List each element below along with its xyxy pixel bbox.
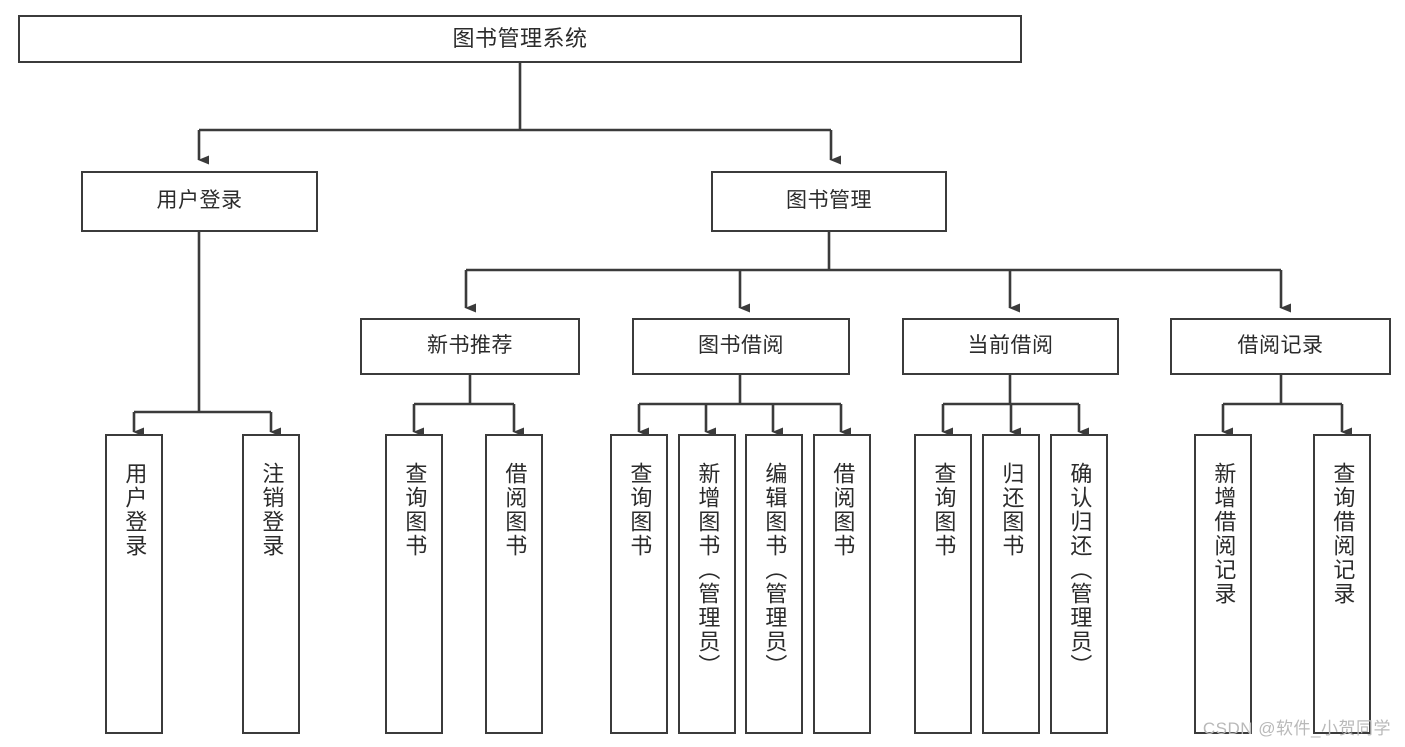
node-root-system[interactable]: 图书管理系统 xyxy=(18,15,1022,63)
leaf-book-borrow-add[interactable]: 新增图书（管理员） xyxy=(678,434,736,734)
node-label: 查询借阅记录 xyxy=(1330,462,1356,606)
node-label: 新书推荐 xyxy=(427,334,513,358)
leaf-borrow-record-query[interactable]: 查询借阅记录 xyxy=(1313,434,1371,734)
leaf-user-login-login[interactable]: 用户登录 xyxy=(105,434,163,734)
leaf-current-borrow-query[interactable]: 查询图书 xyxy=(914,434,972,734)
leaf-new-book-query[interactable]: 查询图书 xyxy=(385,434,443,734)
node-book-management[interactable]: 图书管理 xyxy=(711,171,947,232)
node-label: 编辑图书（管理员） xyxy=(762,462,788,678)
node-label: 新增图书（管理员） xyxy=(695,462,721,678)
node-label: 查询图书 xyxy=(402,462,428,558)
node-label: 确认归还（管理员） xyxy=(1067,462,1093,678)
watermark: CSDN @软件_小贺同学 xyxy=(1202,719,1391,738)
node-label: 图书管理 xyxy=(786,189,872,213)
node-label: 当前借阅 xyxy=(967,334,1054,358)
leaf-current-borrow-return[interactable]: 归还图书 xyxy=(982,434,1040,734)
node-current-borrow[interactable]: 当前借阅 xyxy=(902,318,1119,375)
node-borrow-record[interactable]: 借阅记录 xyxy=(1170,318,1391,375)
node-user-login[interactable]: 用户登录 xyxy=(81,171,318,232)
node-label: 借阅图书 xyxy=(502,462,528,558)
node-label: 用户登录 xyxy=(156,189,243,213)
node-label: 借阅图书 xyxy=(830,462,856,558)
node-label: 图书借阅 xyxy=(698,334,784,358)
node-new-book-recommend[interactable]: 新书推荐 xyxy=(360,318,580,375)
leaf-borrow-record-add[interactable]: 新增借阅记录 xyxy=(1194,434,1252,734)
leaf-user-login-logout[interactable]: 注销登录 xyxy=(242,434,300,734)
leaf-new-book-borrow[interactable]: 借阅图书 xyxy=(485,434,543,734)
node-label: 查询图书 xyxy=(627,462,653,558)
leaf-current-borrow-confirm-return[interactable]: 确认归还（管理员） xyxy=(1050,434,1108,734)
node-label: 图书管理系统 xyxy=(452,26,588,52)
node-label: 新增借阅记录 xyxy=(1211,462,1237,606)
leaf-book-borrow-edit[interactable]: 编辑图书（管理员） xyxy=(745,434,803,734)
node-label: 借阅记录 xyxy=(1237,334,1324,358)
node-label: 归还图书 xyxy=(999,462,1025,558)
node-book-borrow[interactable]: 图书借阅 xyxy=(632,318,850,375)
leaf-book-borrow-borrow[interactable]: 借阅图书 xyxy=(813,434,871,734)
node-label: 注销登录 xyxy=(259,462,285,558)
node-label: 查询图书 xyxy=(931,462,957,558)
node-label: 用户登录 xyxy=(122,462,148,558)
leaf-book-borrow-query[interactable]: 查询图书 xyxy=(610,434,668,734)
